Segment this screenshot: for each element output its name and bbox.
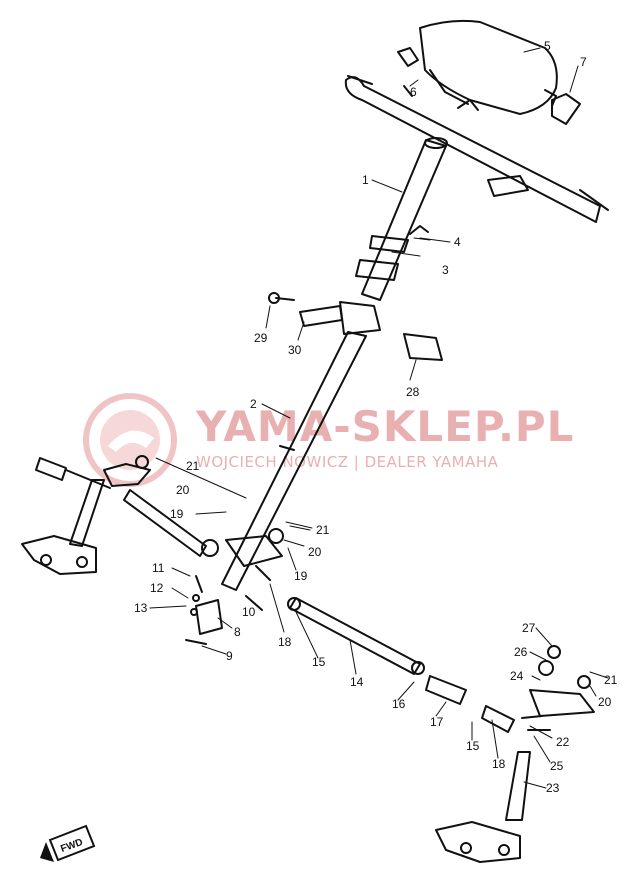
callout-12: 12 <box>150 581 164 595</box>
callout-15b: 15 <box>466 739 480 753</box>
callout-13: 13 <box>134 601 148 615</box>
callout-21b: 21 <box>316 523 330 537</box>
watermark-subtitle: WOJCIECH NOWICZ | DEALER YAMAHA <box>196 453 499 471</box>
callout-20a: 20 <box>176 483 190 497</box>
pitman-arm <box>225 528 284 567</box>
column-holder <box>268 292 381 335</box>
callout-21a: 21 <box>186 459 200 473</box>
callout-5: 5 <box>544 39 551 53</box>
callout-19b: 19 <box>294 569 308 583</box>
callout-20c: 20 <box>598 695 612 709</box>
callout-1: 1 <box>362 173 369 187</box>
callout-7: 7 <box>580 55 587 69</box>
center-tie-rod <box>287 597 425 675</box>
grip-part <box>551 93 581 125</box>
left-tie-rod <box>123 489 219 557</box>
callout-6: 6 <box>410 85 417 99</box>
bracket-part <box>403 333 443 361</box>
small-hardware <box>185 565 271 645</box>
right-arm <box>521 645 595 731</box>
callout-21c: 21 <box>604 673 618 687</box>
callout-10: 10 <box>242 605 256 619</box>
right-knuckle <box>435 751 531 863</box>
callout-2: 2 <box>250 397 257 411</box>
callout-16: 16 <box>392 697 406 711</box>
callout-4: 4 <box>454 235 461 249</box>
callout-19a: 19 <box>170 507 184 521</box>
callout-27: 27 <box>522 621 536 635</box>
lower-steering-column <box>221 331 367 591</box>
callout-22: 22 <box>556 735 570 749</box>
handlebar-cover <box>397 19 558 115</box>
callout-8: 8 <box>234 625 241 639</box>
handlebar <box>344 75 609 223</box>
column-clamp <box>355 225 429 281</box>
watermark-title: YAMA-SKLEP.PL <box>196 402 575 451</box>
callout-24: 24 <box>510 669 524 683</box>
leader-lines <box>149 47 609 789</box>
upper-steering-column <box>361 137 448 301</box>
callout-26: 26 <box>514 645 528 659</box>
callout-18b: 18 <box>492 757 506 771</box>
callout-3: 3 <box>442 263 449 277</box>
fwd-badge: FWD <box>40 824 96 862</box>
callout-14: 14 <box>350 675 364 689</box>
callout-29: 29 <box>254 331 268 345</box>
tie-rod-end <box>481 705 515 733</box>
callout-23: 23 <box>546 781 560 795</box>
callout-28: 28 <box>406 385 420 399</box>
callout-9: 9 <box>226 649 233 663</box>
callout-30: 30 <box>288 343 302 357</box>
left-knuckle <box>21 455 151 575</box>
rod-adjuster <box>425 675 467 705</box>
callout-15a: 15 <box>312 655 326 669</box>
callout-20b: 20 <box>308 545 322 559</box>
callout-25: 25 <box>550 759 564 773</box>
callout-18a: 18 <box>278 635 292 649</box>
callout-11: 11 <box>152 561 165 575</box>
fwd-badge-label: FWD <box>59 837 84 855</box>
callout-labels: 1 2 3 4 5 6 7 8 9 10 11 12 13 14 15 15 1… <box>134 39 618 795</box>
callout-17: 17 <box>430 715 444 729</box>
